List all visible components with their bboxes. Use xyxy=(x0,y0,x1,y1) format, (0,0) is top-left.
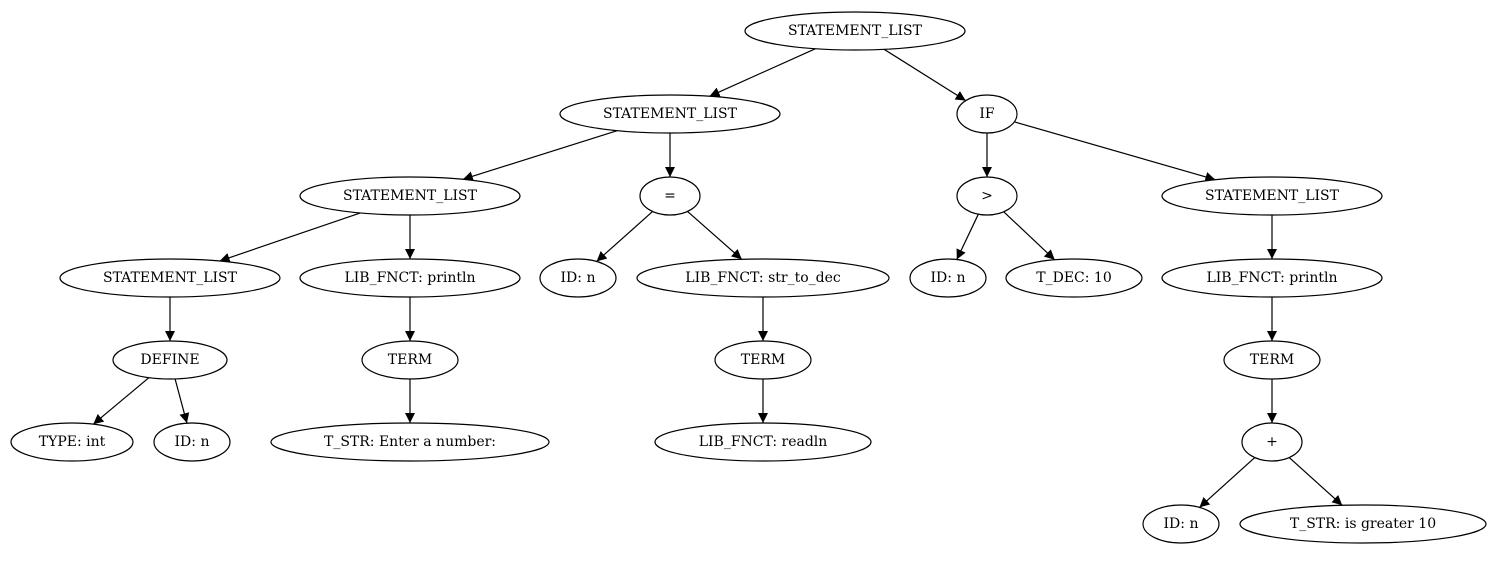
node-ellipse xyxy=(639,176,701,216)
node-label: LIB_FNCT: readln xyxy=(699,434,828,450)
edge-arrow xyxy=(92,377,150,425)
node-label: TERM xyxy=(1250,352,1294,368)
tree-node: ID: n xyxy=(1142,504,1220,544)
node-ellipse xyxy=(1223,340,1321,380)
edge-arrow xyxy=(596,211,654,262)
node-label: T_STR: Enter a number: xyxy=(324,434,496,450)
tree-node: DEFINE xyxy=(112,340,228,380)
tree-node: T_DEC: 10 xyxy=(1005,258,1143,298)
tree-node: LIB_FNCT: println xyxy=(299,258,521,298)
node-ellipse xyxy=(112,340,228,380)
node-label: > xyxy=(981,188,993,204)
tree-node: = xyxy=(639,176,701,216)
node-ellipse xyxy=(59,258,281,298)
node-ellipse xyxy=(361,340,459,380)
node-label: ID: n xyxy=(561,270,596,286)
tree-node: LIB_FNCT: println xyxy=(1161,258,1383,298)
node-ellipse xyxy=(1005,258,1143,298)
node-ellipse xyxy=(636,258,890,298)
node-label: ID: n xyxy=(931,270,966,286)
node-label: LIB_FNCT: println xyxy=(1206,270,1337,286)
nodes-layer: STATEMENT_LIST STATEMENT_LIST IF STATEMENT_… xyxy=(10,11,1487,544)
tree-node: LIB_FNCT: readln xyxy=(654,422,872,462)
node-label: TERM xyxy=(388,352,432,368)
node-label: STATEMENT_LIST xyxy=(343,188,478,204)
tree-node: LIB_FNCT: str_to_dec xyxy=(636,258,890,298)
node-label: LIB_FNCT: str_to_dec xyxy=(685,270,841,286)
edge-arrow xyxy=(174,378,190,424)
tree-node: ID: n xyxy=(539,258,617,298)
node-label: DEFINE xyxy=(140,352,199,368)
edge-arrow xyxy=(709,48,816,97)
tree-node: T_STR: is greater 10 xyxy=(1239,504,1487,544)
node-ellipse xyxy=(909,258,987,298)
tree-node: IF xyxy=(956,94,1018,134)
node-ellipse xyxy=(1161,258,1383,298)
node-ellipse xyxy=(299,258,521,298)
node-ellipse xyxy=(1239,504,1487,544)
node-label: T_STR: is greater 10 xyxy=(1290,516,1436,532)
tree-node: TERM xyxy=(361,340,459,380)
node-label: TYPE: int xyxy=(39,434,106,450)
tree-node: > xyxy=(956,176,1018,216)
node-ellipse xyxy=(654,422,872,462)
tree-node: STATEMENT_LIST xyxy=(559,94,781,134)
edge-arrow xyxy=(1003,211,1056,261)
tree-node: ID: n xyxy=(909,258,987,298)
tree-node: STATEMENT_LIST xyxy=(1161,176,1383,216)
tree-node: ID: n xyxy=(153,422,231,462)
tree-node: TERM xyxy=(714,340,812,380)
node-ellipse xyxy=(1142,504,1220,544)
tree-node: T_STR: Enter a number: xyxy=(270,422,550,462)
node-label: TERM xyxy=(741,352,785,368)
node-ellipse xyxy=(1161,176,1383,216)
node-ellipse xyxy=(1241,422,1303,462)
node-ellipse xyxy=(744,11,966,51)
node-ellipse xyxy=(714,340,812,380)
tree-node: STATEMENT_LIST xyxy=(299,176,521,216)
edge-arrow xyxy=(1199,457,1256,508)
node-label: STATEMENT_LIST xyxy=(603,106,738,122)
node-label: STATEMENT_LIST xyxy=(788,23,923,39)
node-label: LIB_FNCT: println xyxy=(344,270,475,286)
edges-layer xyxy=(92,48,1343,508)
node-ellipse xyxy=(956,176,1018,216)
edge-arrow xyxy=(956,213,979,260)
node-ellipse xyxy=(10,422,134,462)
node-ellipse xyxy=(270,422,550,462)
edge-arrow xyxy=(883,48,967,102)
node-ellipse xyxy=(956,94,1018,134)
edge-arrow xyxy=(219,212,361,263)
node-label: ID: n xyxy=(1164,516,1199,532)
node-ellipse xyxy=(539,258,617,298)
node-label: STATEMENT_LIST xyxy=(1205,188,1340,204)
node-label: T_DEC: 10 xyxy=(1036,270,1111,286)
tree-node: TERM xyxy=(1223,340,1321,380)
node-ellipse xyxy=(559,94,781,134)
node-label: IF xyxy=(979,106,995,122)
node-label: + xyxy=(1266,434,1278,450)
edge-arrow xyxy=(1014,121,1216,182)
node-ellipse xyxy=(153,422,231,462)
edge-arrow xyxy=(1288,457,1343,506)
tree-node: + xyxy=(1241,422,1303,462)
edge-arrow xyxy=(462,130,618,182)
node-label: = xyxy=(664,188,676,204)
node-label: STATEMENT_LIST xyxy=(103,270,238,286)
edge-arrow xyxy=(687,210,743,260)
tree-node: TYPE: int xyxy=(10,422,134,462)
tree-node: STATEMENT_LIST xyxy=(59,258,281,298)
node-label: ID: n xyxy=(175,434,210,450)
tree-node: STATEMENT_LIST xyxy=(744,11,966,51)
node-ellipse xyxy=(299,176,521,216)
